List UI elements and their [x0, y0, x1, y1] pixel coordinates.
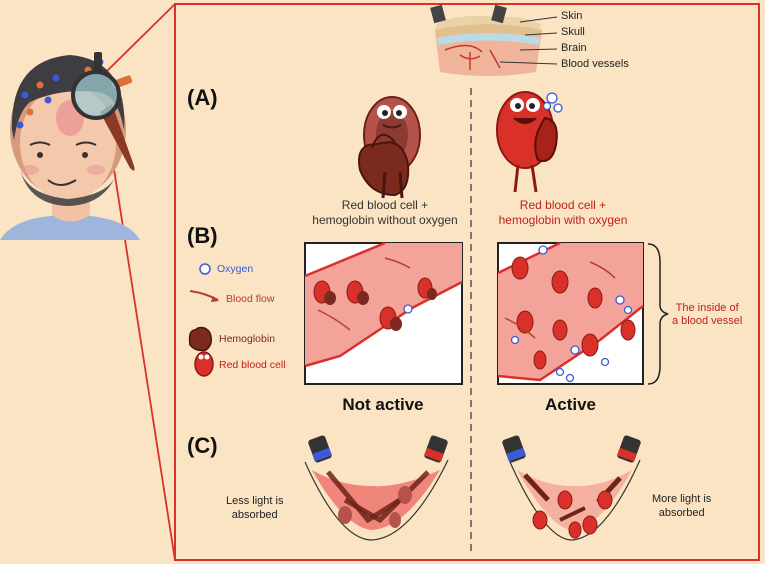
legend-label-hemoglobin: Hemoglobin	[219, 333, 276, 345]
zoom-line-bottom	[105, 117, 176, 561]
hemoglobin-legend-icon	[188, 326, 213, 352]
absorption-diagram-less	[304, 435, 449, 541]
oxygen-legend-icon	[199, 263, 211, 275]
panel-label-c: (C)	[187, 433, 218, 458]
absorption-label-more: More light is absorbed	[652, 493, 712, 519]
absorption-diagram-more	[502, 435, 641, 541]
oxy-red-blood-cell-character	[496, 91, 563, 193]
layer-label-skull: Skull	[561, 26, 585, 38]
caption-deoxygenated: Red blood cell + hemoglobin without oxyg…	[312, 198, 458, 227]
zoom-frame	[174, 3, 760, 561]
zoom-line-top	[105, 3, 176, 73]
layer-label-skin: Skin	[561, 10, 583, 22]
panel-label-b: (B)	[187, 223, 218, 248]
vessel-brace	[647, 243, 669, 385]
legend-label-red-blood-cell: Red blood cell	[219, 359, 286, 371]
head-cross-section	[430, 4, 558, 76]
absorption-label-less: Less light is absorbed	[226, 495, 284, 521]
state-label-not-active: Not active	[342, 395, 424, 414]
caption-oxygenated: Red blood cell + hemoglobin with oxygen	[498, 198, 628, 227]
deoxy-red-blood-cell-character	[358, 96, 421, 199]
panel-label-a: (A)	[187, 85, 218, 110]
magnifier-icon	[71, 70, 135, 171]
vessel-note: The inside of a blood vessel	[672, 302, 743, 327]
vessel-box-active	[497, 241, 644, 385]
layer-label-brain: Brain	[561, 42, 587, 54]
legend-label-oxygen: Oxygen	[217, 263, 254, 275]
layer-label-blood-vessels: Blood vessels	[561, 58, 629, 70]
state-label-active: Active	[544, 395, 597, 414]
red-blood-cell-legend-icon	[194, 351, 214, 377]
legend-label-blood-flow: Blood flow	[226, 293, 275, 305]
vessel-box-not-active	[304, 241, 463, 385]
